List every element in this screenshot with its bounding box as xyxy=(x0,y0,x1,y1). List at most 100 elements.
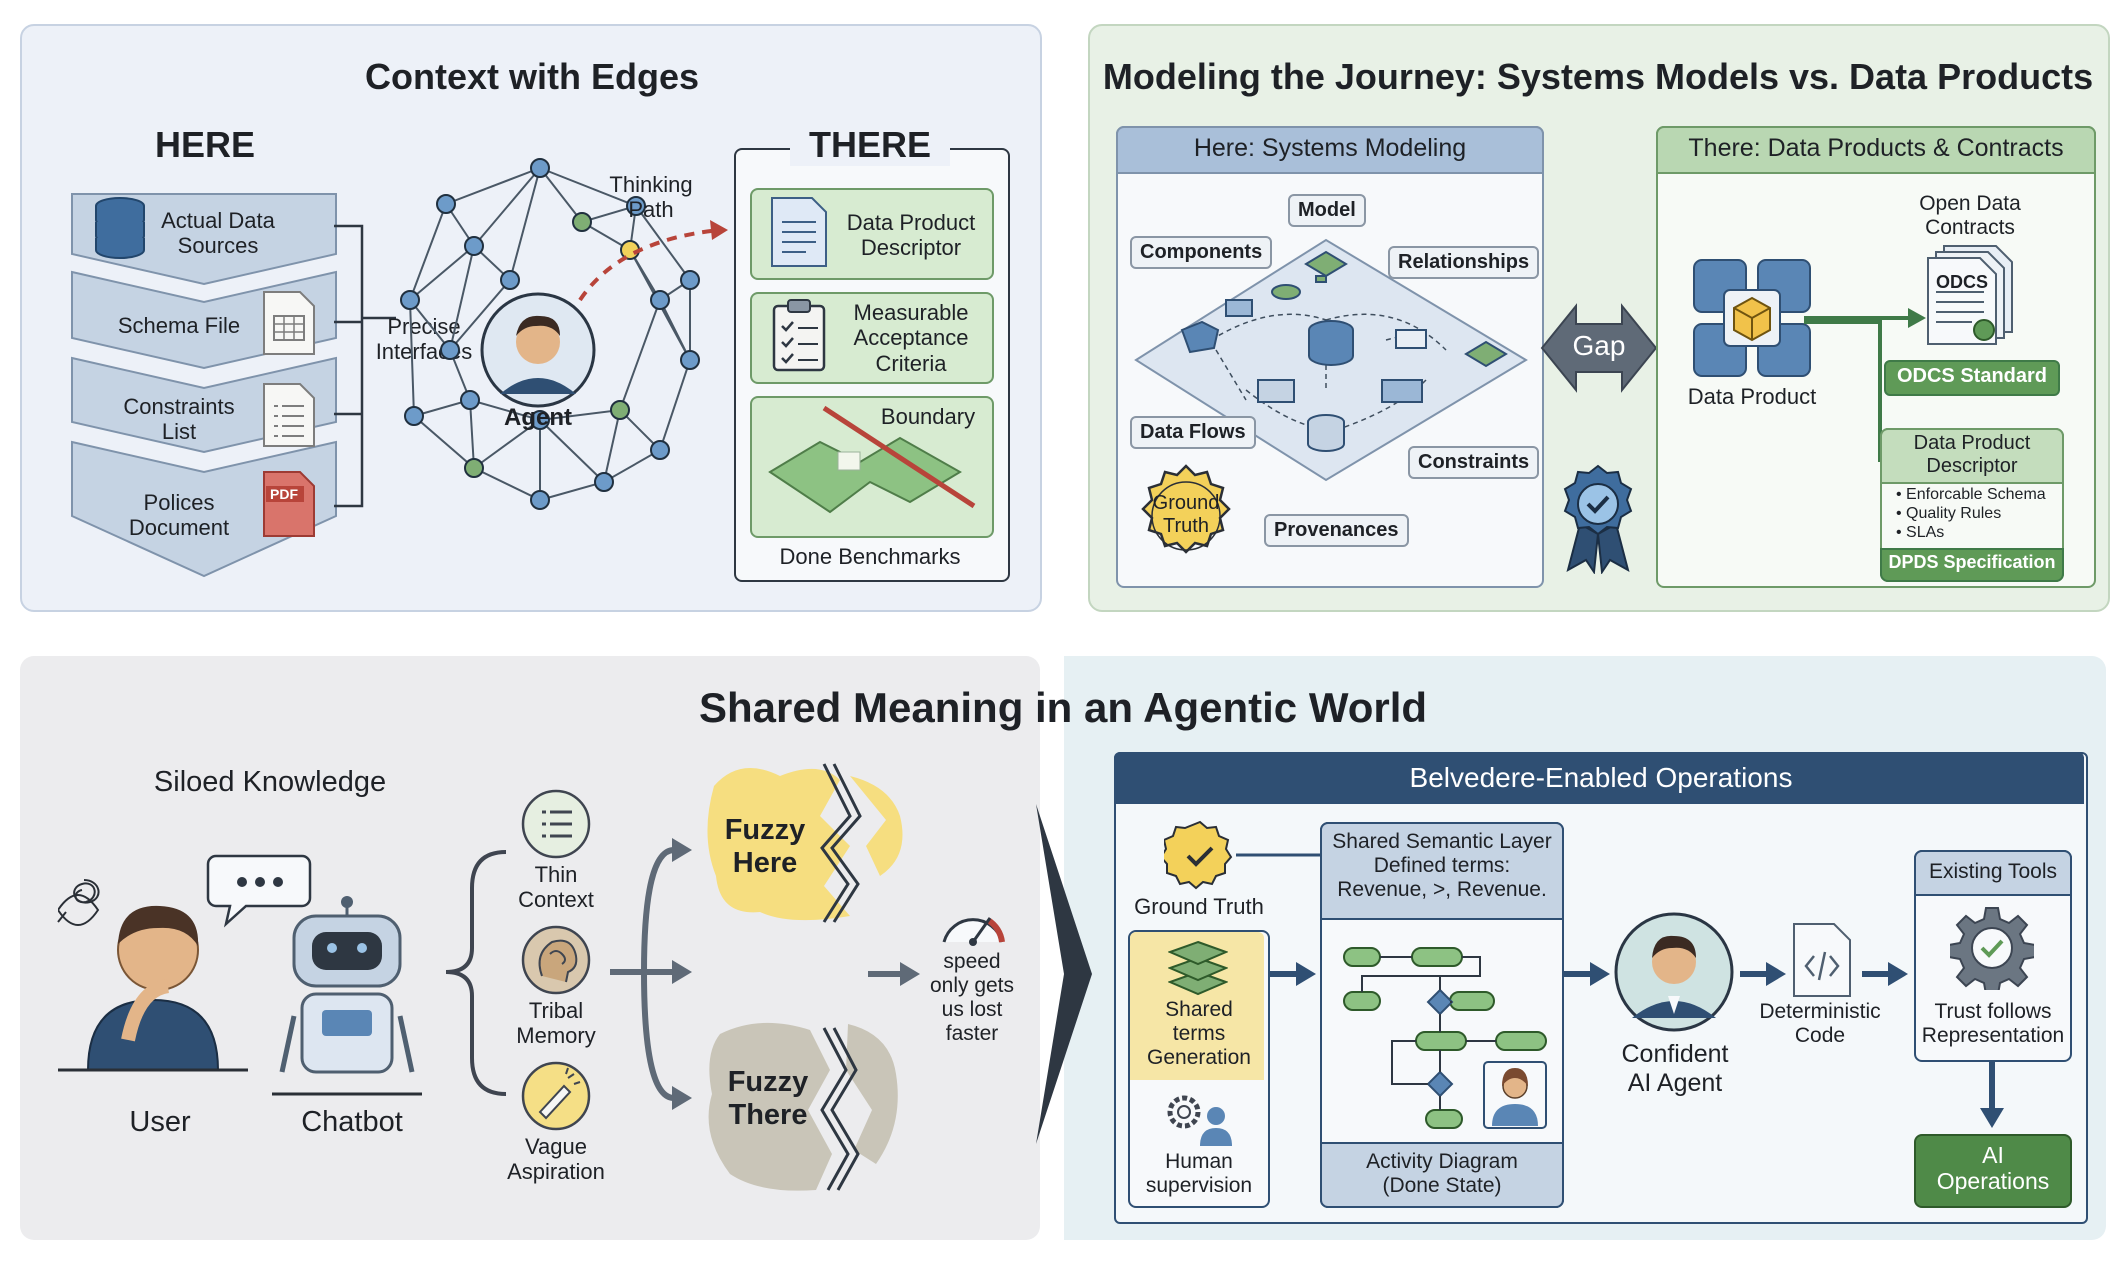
odcs-standard-label: ODCS Standard xyxy=(1896,365,2048,387)
vague-aspiration-icon xyxy=(521,1061,591,1131)
human-supervision-label: Human supervision xyxy=(1145,1150,1253,1198)
arrow-to-ai-ops xyxy=(1980,1062,2004,1128)
there-item-criteria-label: Measurable Acceptance Criteria xyxy=(853,300,969,376)
belvedere-header-label: Belvedere-Enabled Operations xyxy=(1409,762,1793,793)
source-label-schema: Schema File xyxy=(117,313,241,338)
tag-components: Components xyxy=(1130,236,1273,269)
done-benchmarks-label: Done Benchmarks xyxy=(779,544,961,569)
speedometer-icon xyxy=(942,917,1005,946)
layers-icon xyxy=(1168,940,1228,996)
dpd-bullet-quality: • Quality Rules xyxy=(1896,505,2002,522)
trust-label: Trust follows Representation xyxy=(1921,1000,2065,1048)
confident-agent-icon xyxy=(1614,912,1734,1032)
speed-arrow xyxy=(868,962,920,986)
dpds-badge xyxy=(1880,548,2064,582)
dpd-bullet-slas: • SLAs xyxy=(1896,524,1945,541)
arrow-to-semantic xyxy=(1270,962,1316,986)
fuzzy-arrows xyxy=(610,838,692,1110)
interfaces-bracket xyxy=(334,224,396,508)
badge-icon xyxy=(1563,464,1633,574)
chatbot-icon xyxy=(272,896,422,1096)
vague-aspiration-label: Vague Aspiration xyxy=(507,1134,605,1185)
silo-bracket xyxy=(445,850,507,1096)
panel-chevron xyxy=(1036,804,1092,1144)
thinking-path-label: Thinking Path xyxy=(609,172,693,223)
modeling-title: Modeling the Journey: Systems Models vs.… xyxy=(1102,56,2094,97)
reviewer-icon xyxy=(1483,1061,1547,1129)
data-product-label: Data Product xyxy=(1687,384,1817,409)
context-title: Context with Edges xyxy=(364,56,700,97)
tribal-memory-icon xyxy=(521,925,591,995)
agent-label: Agent xyxy=(504,404,572,431)
fuzzy-there-label: Fuzzy There xyxy=(727,1066,809,1132)
human-supervision-icon xyxy=(1167,1095,1232,1146)
ground-truth-seal-icon xyxy=(1141,464,1231,554)
tag-model: Model xyxy=(1288,194,1366,227)
dpd-header xyxy=(1880,428,2064,484)
agent-network xyxy=(400,158,728,510)
there-contracts-header-label: There: Data Products & Contracts xyxy=(1688,134,2064,162)
activity-diagram xyxy=(1343,947,1547,1129)
chatbot-label: Chatbot xyxy=(301,1106,403,1138)
user-icon xyxy=(58,894,248,1072)
user-label: User xyxy=(129,1106,191,1138)
odcs-standard-badge xyxy=(1884,360,2060,396)
precise-interfaces-label: Precise Interfaces xyxy=(375,314,473,365)
confused-scribble-icon xyxy=(57,879,100,923)
confident-agent-label: Confident AI Agent xyxy=(1621,1040,1729,1097)
table-file-icon xyxy=(263,291,315,355)
boundary-shape xyxy=(768,405,976,514)
semantic-layer-header xyxy=(1320,822,1564,920)
modeling-ground-truth-label: Ground Truth xyxy=(1152,492,1220,537)
dpd-bullet-schema: • Enforcable Schema xyxy=(1896,486,2046,503)
deterministic-label: Deterministic Code xyxy=(1759,1000,1881,1048)
tag-data-flows: Data Flows xyxy=(1130,416,1256,449)
source-label-data-sources: Actual Data Sources xyxy=(161,208,275,259)
data-product-icon xyxy=(1693,259,1811,377)
here-label: HERE xyxy=(154,124,256,165)
fuzzy-here-blob xyxy=(707,763,903,923)
here-systems-header-label: Here: Systems Modeling xyxy=(1193,134,1467,162)
arrow-to-code xyxy=(1740,962,1786,986)
odcs-label: ODCS xyxy=(1935,272,1988,292)
ground-truth-check-icon xyxy=(1164,820,1233,890)
tag-constraints: Constraints xyxy=(1408,446,1540,479)
tag-relationships: Relationships xyxy=(1388,246,1540,279)
ai-operations-label: AI Operations xyxy=(1936,1142,2050,1195)
code-file-icon xyxy=(1793,923,1851,997)
open-contracts-label: Open Data Contracts xyxy=(1919,192,2021,240)
there-contracts-header xyxy=(1656,126,2096,174)
speech-bubble-icon xyxy=(206,854,312,928)
odcs-document-icon xyxy=(1927,245,2013,345)
speed-label: speed only gets us lost faster xyxy=(929,950,1015,1046)
activity-label: Activity Diagram (Done State) xyxy=(1366,1150,1518,1198)
list-file-icon xyxy=(263,383,315,447)
shared-title: Shared Meaning in an Agentic World xyxy=(698,684,1428,731)
existing-tools-label: Existing Tools xyxy=(1928,860,2057,883)
pdf-file-icon: PDF xyxy=(263,471,315,537)
there-item-descriptor-label: Data Product Descriptor xyxy=(846,210,976,261)
arrow-to-agent xyxy=(1564,962,1610,986)
ground-truth-connector xyxy=(1236,853,1322,857)
here-systems-header xyxy=(1116,126,1544,174)
gear-check-icon xyxy=(1950,907,2034,990)
boundary-label: Boundary xyxy=(880,404,976,429)
shared-terms-label: Shared terms Generation xyxy=(1147,998,1251,1070)
thin-context-icon xyxy=(521,789,591,859)
source-label-policies: Polices Document xyxy=(128,490,230,541)
belvedere-ground-truth-label: Ground Truth xyxy=(1134,894,1264,919)
agent-icon xyxy=(480,292,596,408)
activity-footer xyxy=(1320,1142,1564,1208)
database-icon xyxy=(95,197,145,259)
pdf-badge: PDF xyxy=(270,486,298,502)
source-label-constraints: Constraints List xyxy=(123,394,235,445)
fuzzy-here-label: Fuzzy Here xyxy=(724,814,806,880)
document-icon xyxy=(771,197,827,267)
belvedere-header xyxy=(1114,752,2084,804)
dpd-title: Data Product Descriptor xyxy=(1913,432,2031,477)
tag-provenances: Provenances xyxy=(1264,514,1409,547)
semantic-layer-label: Shared Semantic Layer Defined terms: Rev… xyxy=(1332,830,1552,902)
thin-context-label: Thin Context xyxy=(518,862,594,913)
arrow-to-tools xyxy=(1862,962,1908,986)
siloed-label: Siloed Knowledge xyxy=(153,766,387,798)
